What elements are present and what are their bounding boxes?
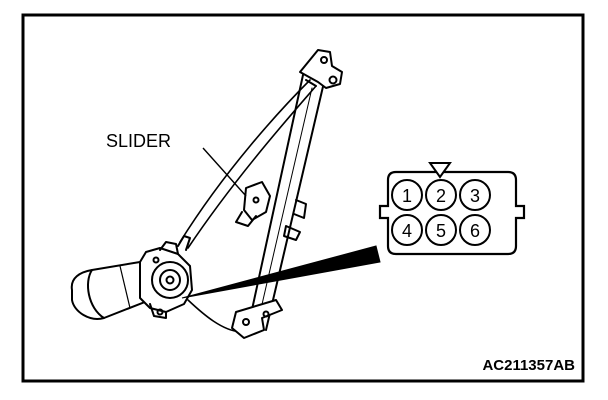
slider-label: SLIDER — [106, 131, 171, 151]
motor-connector: 1 2 3 4 5 6 — [378, 162, 526, 256]
regulator-rail — [247, 74, 326, 331]
pin-number: 1 — [402, 186, 412, 206]
top-bracket — [299, 49, 343, 89]
window-regulator — [70, 49, 343, 339]
pin-number: 3 — [470, 186, 480, 206]
figure-frame — [21, 13, 585, 383]
regulator-motor — [70, 235, 193, 320]
connector-key-triangle — [428, 162, 452, 179]
pin-number: 5 — [436, 221, 446, 241]
pin-number: 6 — [470, 221, 480, 241]
pin-3-circle — [459, 179, 491, 211]
pin-5-circle — [425, 214, 457, 246]
slider-part — [235, 181, 307, 241]
pin-4-circle — [391, 214, 423, 246]
pin-1-circle — [391, 179, 423, 211]
connector-callout-wedge — [181, 245, 381, 299]
lower-bracket — [231, 299, 283, 339]
pin-6-circle — [459, 214, 491, 246]
figure-code: AC211357AB — [482, 357, 575, 374]
slider-leader-line — [202, 147, 247, 197]
pin-number: 4 — [402, 221, 412, 241]
pin-2-circle — [425, 179, 457, 211]
pin-number: 2 — [436, 186, 446, 206]
